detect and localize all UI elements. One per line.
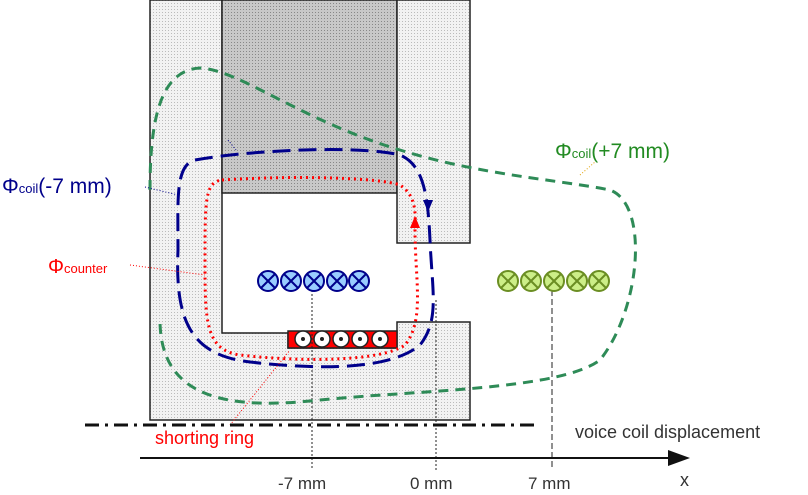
flux-minus-arrow xyxy=(423,200,433,212)
axis-variable: x xyxy=(680,470,689,490)
label-phi-coil-minus: Φcoil(-7 mm) xyxy=(2,175,112,198)
axis-arrow-icon xyxy=(668,450,690,466)
ring-turns xyxy=(294,330,389,348)
flux-counter-arrow xyxy=(410,216,420,228)
flux-plus-path xyxy=(148,66,637,405)
top-plate xyxy=(221,0,398,194)
label-shorting-ring: shorting ring xyxy=(155,428,255,448)
label-phi-coil-plus: Φcoil(+7 mm) xyxy=(555,140,671,163)
tick-minus-7mm: -7 mm xyxy=(278,474,327,493)
flux-minus-path xyxy=(176,148,435,369)
tick-plus-7mm: 7 mm xyxy=(528,474,571,493)
label-phi-counter: Φcounter xyxy=(48,256,108,278)
tick-0mm: 0 mm xyxy=(410,474,453,493)
axis-title: voice coil displacement xyxy=(575,422,761,442)
right-top-block xyxy=(396,0,471,244)
